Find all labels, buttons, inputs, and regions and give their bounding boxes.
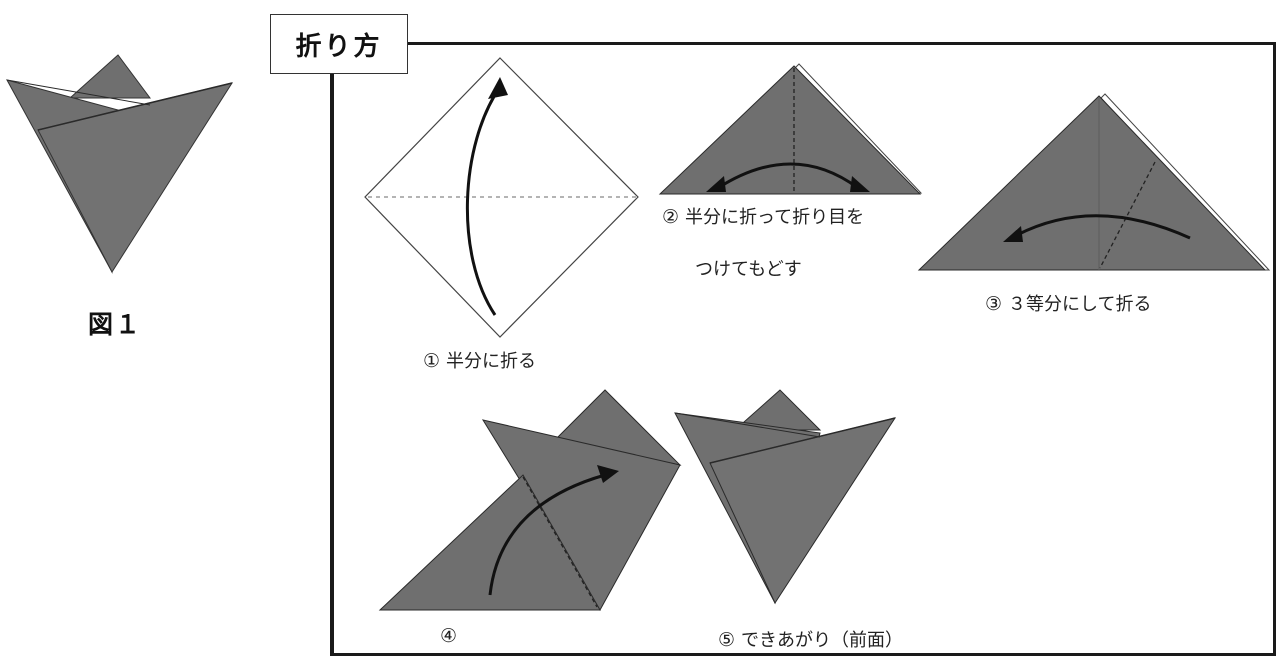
- crease-arrowhead-right: [850, 176, 870, 192]
- instructions-frame: [330, 42, 1276, 656]
- step1-number: ①: [423, 350, 441, 372]
- fold-edge-line-2: [6, 79, 151, 106]
- step2-text-line1: 半分に折って折り目を: [685, 207, 865, 228]
- lower-body: [378, 474, 601, 611]
- paper-triangle: [917, 95, 1267, 271]
- step1-text: 半分に折る: [446, 351, 537, 372]
- fold-edge-line: [37, 82, 233, 131]
- step5-text: できあがり（前面）: [741, 630, 904, 651]
- step3-text: ３等分にして折る: [1008, 294, 1152, 315]
- step5-number: ⑤: [718, 629, 736, 651]
- figure-1-caption: 図１: [88, 310, 143, 339]
- paper-triangle: [658, 65, 922, 195]
- fold-line: [522, 476, 598, 608]
- step3-number: ③: [985, 293, 1003, 315]
- step3-diagram: [917, 93, 1271, 271]
- fold-arrow: [466, 86, 502, 316]
- step4-diagram: [378, 389, 682, 611]
- step1-diagram: [364, 57, 639, 338]
- step4-label: ④: [440, 625, 463, 647]
- panel-title: 折り方: [270, 14, 408, 74]
- fold-arrowhead: [597, 465, 619, 483]
- paper-square: [364, 57, 639, 338]
- fold-arrow: [1016, 214, 1191, 240]
- step2-diagram: [658, 63, 923, 195]
- step2-label-line2: つけてもどす: [695, 259, 802, 280]
- fold-arrowhead: [1003, 226, 1023, 242]
- fold-edge-line-2: [674, 412, 821, 438]
- step4-number: ④: [440, 625, 458, 647]
- figure-1-diagram: [5, 54, 234, 274]
- crease-arrowhead-left: [706, 176, 726, 192]
- third-fold-line: [1099, 161, 1156, 269]
- step2-number: ②: [662, 206, 680, 228]
- fold-arrowhead: [488, 77, 508, 99]
- back-flap: [68, 54, 151, 99]
- crease-arrow: [717, 162, 859, 190]
- fold-edge-line: [709, 417, 896, 464]
- step5-diagram: [674, 389, 897, 605]
- fold-arrow: [488, 473, 606, 596]
